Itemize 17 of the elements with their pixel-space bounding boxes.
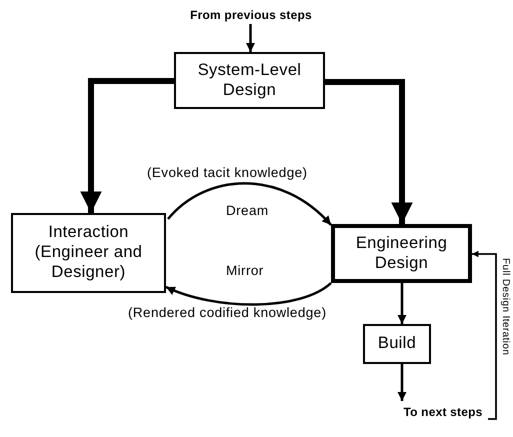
annotation-text: (Rendered codified knowledge) [128, 305, 326, 320]
process-box: Build [363, 324, 431, 364]
end-label: To next steps [398, 404, 488, 421]
edge-label: Full Design Iteration [500, 258, 511, 356]
process-box: Interaction (Engineer and Designer) [11, 213, 166, 293]
arrow [325, 79, 413, 224]
arrow [167, 182, 332, 226]
arrow [246, 24, 255, 52]
arrow [472, 250, 497, 420]
annotation-text: (Evoked tacit knowledge) [147, 165, 308, 180]
arrow [398, 364, 406, 401]
arrow [398, 283, 406, 324]
start-label: From previous steps [160, 7, 342, 24]
process-box: Engineering Design [331, 224, 472, 283]
process-box: System-Level Design [174, 52, 325, 109]
arrow [166, 282, 332, 306]
arrow [80, 78, 174, 213]
